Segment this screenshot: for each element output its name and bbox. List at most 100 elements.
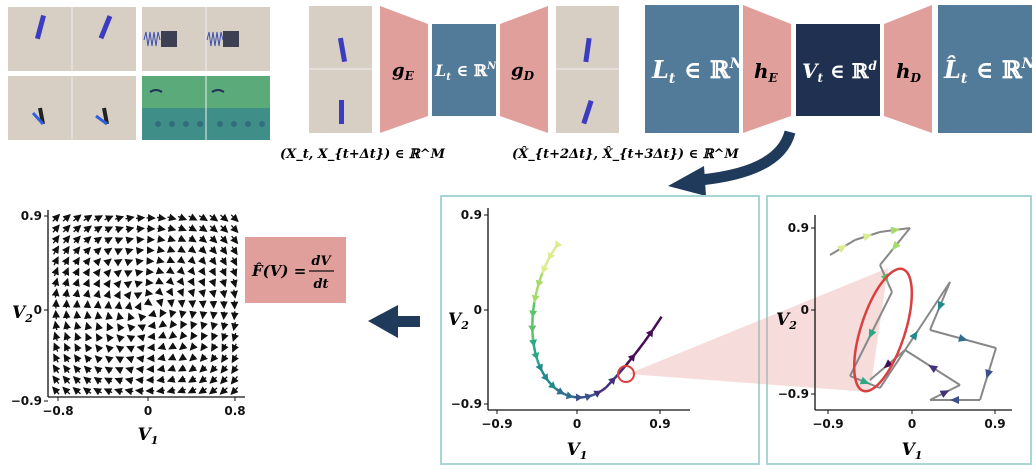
field-arrow xyxy=(51,256,59,266)
field-arrow xyxy=(105,355,114,364)
field-arrow xyxy=(134,302,142,311)
field-arrow xyxy=(165,287,174,297)
y-tick-label: 0.9 xyxy=(461,208,482,222)
field-arrow xyxy=(159,308,167,318)
field-arrow xyxy=(198,245,207,254)
field-arrow xyxy=(61,256,70,266)
formula-numerator: dV xyxy=(311,254,332,269)
field-arrow xyxy=(176,288,184,297)
field-arrow xyxy=(231,332,239,342)
trajectory-arrow xyxy=(928,364,939,374)
field-arrow xyxy=(157,235,166,243)
field-arrow xyxy=(53,353,61,363)
field-arrow xyxy=(156,256,165,264)
field-arrow xyxy=(126,334,136,343)
field-arrow xyxy=(95,344,104,353)
L-t-label: Lt ∈ ℝN xyxy=(434,61,497,83)
field-arrow xyxy=(219,289,228,299)
field-arrow xyxy=(85,332,93,342)
L-hat-label: L̂t ∈ ℝN xyxy=(943,55,1036,87)
field-arrow xyxy=(176,277,185,286)
field-arrow xyxy=(209,311,218,320)
left-arrow xyxy=(368,305,420,338)
field-arrow xyxy=(83,365,93,374)
field-arrow xyxy=(167,234,176,243)
field-arrow xyxy=(52,375,61,385)
y-tick-label: 0.9 xyxy=(21,209,42,223)
field-arrow xyxy=(230,213,239,223)
g-E-label: gE xyxy=(392,60,415,83)
field-arrow xyxy=(125,225,135,234)
field-arrow xyxy=(167,224,177,232)
field-arrow xyxy=(144,288,154,297)
field-arrow xyxy=(167,213,177,222)
x-tick-label: 0.9 xyxy=(649,417,670,431)
field-arrow xyxy=(180,320,188,330)
field-arrow xyxy=(187,245,197,254)
trajectory-arrow xyxy=(890,226,900,235)
V-t-box xyxy=(796,24,880,116)
field-arrow xyxy=(211,332,219,342)
field-arrow xyxy=(167,353,177,361)
curved-arrow xyxy=(668,130,796,196)
field-arrow xyxy=(198,213,208,222)
h-D-label: hD xyxy=(896,59,922,85)
field-arrow xyxy=(125,214,135,223)
field-arrow xyxy=(209,235,218,244)
x-tick-label: 0 xyxy=(908,417,916,431)
field-arrow xyxy=(176,266,185,275)
vector-field xyxy=(51,213,240,396)
y-axis-label: V2 xyxy=(12,303,33,325)
field-arrow xyxy=(72,246,81,255)
spring-mass-frames xyxy=(142,7,270,71)
L-hat-box xyxy=(938,5,1032,133)
field-arrow xyxy=(124,270,133,278)
field-arrow xyxy=(136,225,145,233)
field-arrow xyxy=(61,267,70,276)
field-arrow xyxy=(156,375,165,384)
y-tick-label: −0.9 xyxy=(778,387,809,401)
field-arrow xyxy=(157,224,166,233)
trajectory-arrow xyxy=(593,390,602,398)
field-arrow xyxy=(103,388,113,396)
x-tick-label: 0 xyxy=(573,417,581,431)
field-arrow xyxy=(208,289,217,299)
field-arrow xyxy=(231,354,239,364)
field-arrow xyxy=(219,235,228,244)
field-arrow xyxy=(199,311,208,320)
trajectory-segment xyxy=(600,386,607,392)
field-arrow xyxy=(229,267,238,278)
L-t-label: Lt ∈ ℝN xyxy=(651,55,744,87)
decoder-g-D xyxy=(500,6,548,133)
trajectory-arrow xyxy=(531,352,540,360)
field-arrow xyxy=(52,386,61,395)
field-arrow xyxy=(63,353,72,363)
field-arrow xyxy=(178,224,187,232)
field-arrow xyxy=(208,245,217,255)
y-tick-label: 0.9 xyxy=(788,221,809,235)
x-axis-label: V1 xyxy=(138,425,159,447)
field-arrow xyxy=(190,320,198,330)
field-arrow xyxy=(136,355,145,363)
trajectory-segment xyxy=(543,259,550,268)
field-arrow xyxy=(219,267,227,277)
field-arrow xyxy=(84,321,93,331)
field-arrow xyxy=(114,387,123,396)
field-arrow xyxy=(84,354,93,364)
field-arrow xyxy=(230,235,239,245)
field-arrow xyxy=(154,287,164,296)
field-arrow xyxy=(188,224,198,232)
field-arrow xyxy=(114,215,125,223)
field-arrow xyxy=(103,279,111,289)
field-arrow xyxy=(92,257,102,267)
field-arrow xyxy=(138,313,147,322)
field-arrow xyxy=(51,234,60,244)
y-tick-label: −0.9 xyxy=(451,397,482,411)
trajectory-arrow xyxy=(937,300,946,311)
field-arrow xyxy=(219,278,227,288)
field-arrow xyxy=(51,266,59,277)
trajectory-arrow xyxy=(868,328,877,339)
field-arrow xyxy=(104,366,114,375)
